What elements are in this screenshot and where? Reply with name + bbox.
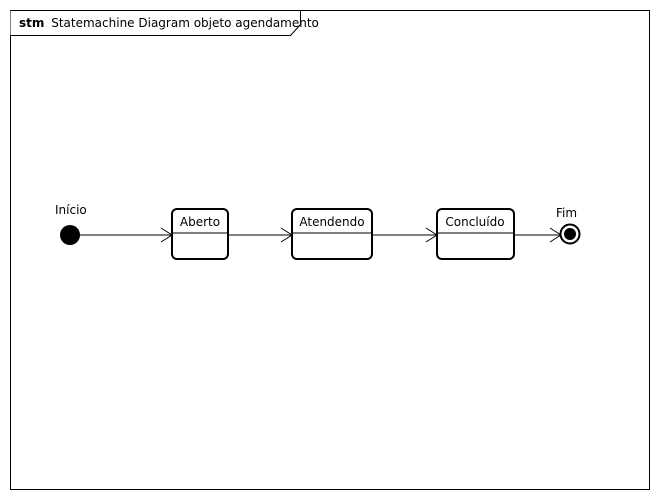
transition-initial-aberto[interactable] [70, 227, 173, 243]
transition-atendendo-concluido[interactable] [372, 227, 438, 243]
transition-aberto-atendendo[interactable] [228, 227, 293, 243]
state-concluido-label: Concluído [445, 215, 504, 229]
state-aberto[interactable]: Aberto [171, 208, 229, 260]
initial-state-label: Início [55, 203, 87, 217]
state-atendendo[interactable]: Atendendo [291, 208, 373, 260]
diagram-frame [10, 10, 650, 490]
state-aberto-label: Aberto [180, 215, 220, 229]
state-concluido[interactable]: Concluído [436, 208, 515, 260]
frame-tab-label: stm Statemachine Diagram objeto agendame… [19, 16, 319, 30]
frame-keyword: stm [19, 16, 44, 30]
final-state-label: Fim [556, 206, 577, 220]
final-state[interactable] [559, 223, 581, 245]
initial-state[interactable] [60, 225, 80, 245]
state-atendendo-label: Atendendo [299, 215, 364, 229]
frame-title: Statemachine Diagram objeto agendamento [51, 16, 319, 30]
frame-tab [10, 10, 301, 36]
transition-concluido-fim[interactable] [514, 227, 562, 243]
